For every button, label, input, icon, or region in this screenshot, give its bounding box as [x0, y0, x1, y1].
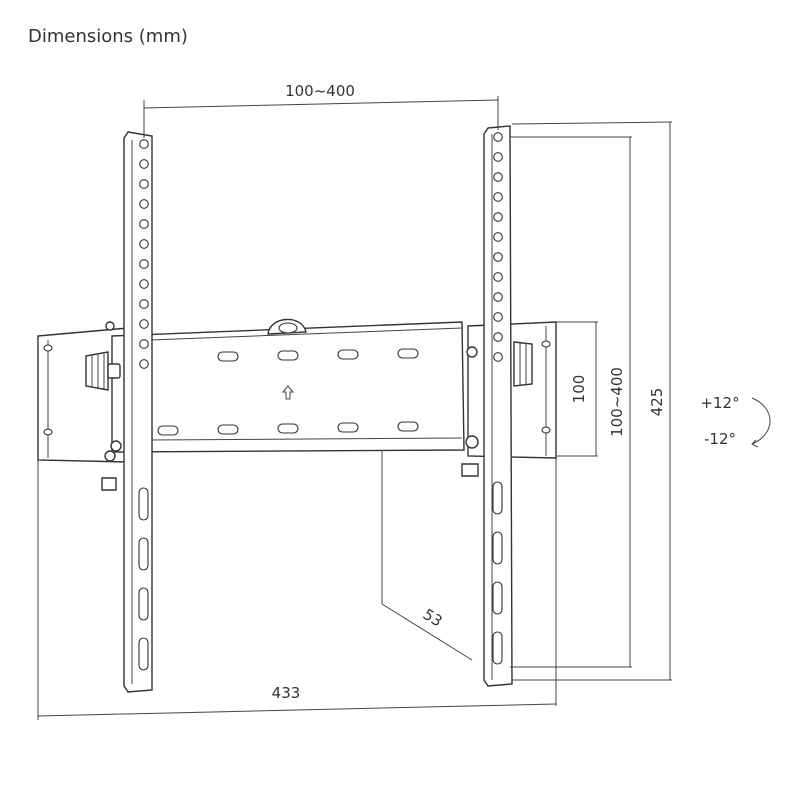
arm-hole-column [493, 132, 503, 362]
dim-vesa-horizontal [143, 96, 499, 138]
tilt-knob [513, 341, 533, 387]
dim-overall-height [511, 121, 673, 681]
label-tilt-down: -12° [704, 430, 736, 448]
tilt-arc-icon [751, 397, 771, 448]
label-depth: 53 [420, 605, 446, 630]
slot-hole [277, 350, 299, 361]
slot-hole [397, 421, 419, 432]
up-arrow-icon [281, 385, 295, 400]
slot-hole [277, 423, 299, 434]
page-title: Dimensions (mm) [28, 26, 188, 47]
dim-overall-width [37, 458, 557, 720]
label-vesa-vertical: 100~400 [608, 367, 626, 437]
right-arm [461, 125, 533, 687]
dim-vesa-vertical [510, 136, 632, 668]
slot-hole [337, 349, 359, 360]
slot-hole [337, 422, 359, 433]
arm-hole-column [139, 139, 149, 369]
tilt-knob [85, 351, 121, 391]
slot-hole [157, 425, 179, 436]
label-tilt-up: +12° [700, 394, 739, 412]
dim-depth [381, 450, 473, 661]
slot-hole [217, 424, 239, 435]
label-overall-width: 433 [272, 684, 301, 702]
slot-hole [397, 348, 419, 359]
wall-plate [37, 318, 557, 463]
dim-plate-height [556, 321, 598, 457]
label-vesa-horizontal: 100~400 [285, 82, 355, 100]
slot-hole [217, 351, 239, 362]
left-arm [85, 131, 153, 693]
label-overall-height: 425 [648, 388, 666, 417]
label-plate-height: 100 [570, 375, 588, 404]
